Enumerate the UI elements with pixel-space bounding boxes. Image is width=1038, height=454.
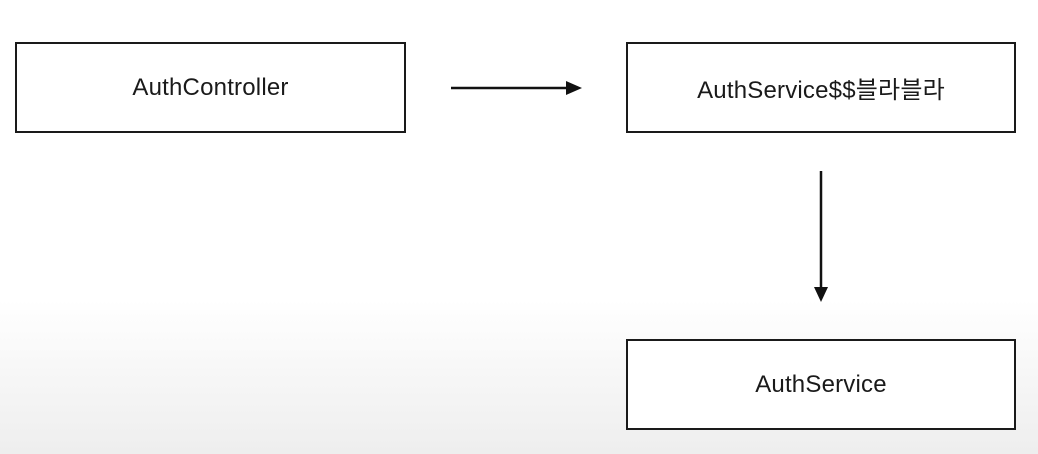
auth-controller-box: AuthController bbox=[15, 42, 406, 133]
arrow-controller-to-proxy bbox=[451, 81, 582, 95]
auth-service-proxy-label: AuthService$$블라블라 bbox=[697, 77, 945, 104]
auth-service-box: AuthService bbox=[626, 339, 1016, 430]
auth-service-label: AuthService bbox=[755, 370, 887, 398]
arrow-proxy-to-service bbox=[814, 171, 828, 302]
auth-controller-label: AuthController bbox=[132, 73, 289, 101]
auth-service-proxy-box: AuthService$$블라블라 bbox=[626, 42, 1016, 133]
